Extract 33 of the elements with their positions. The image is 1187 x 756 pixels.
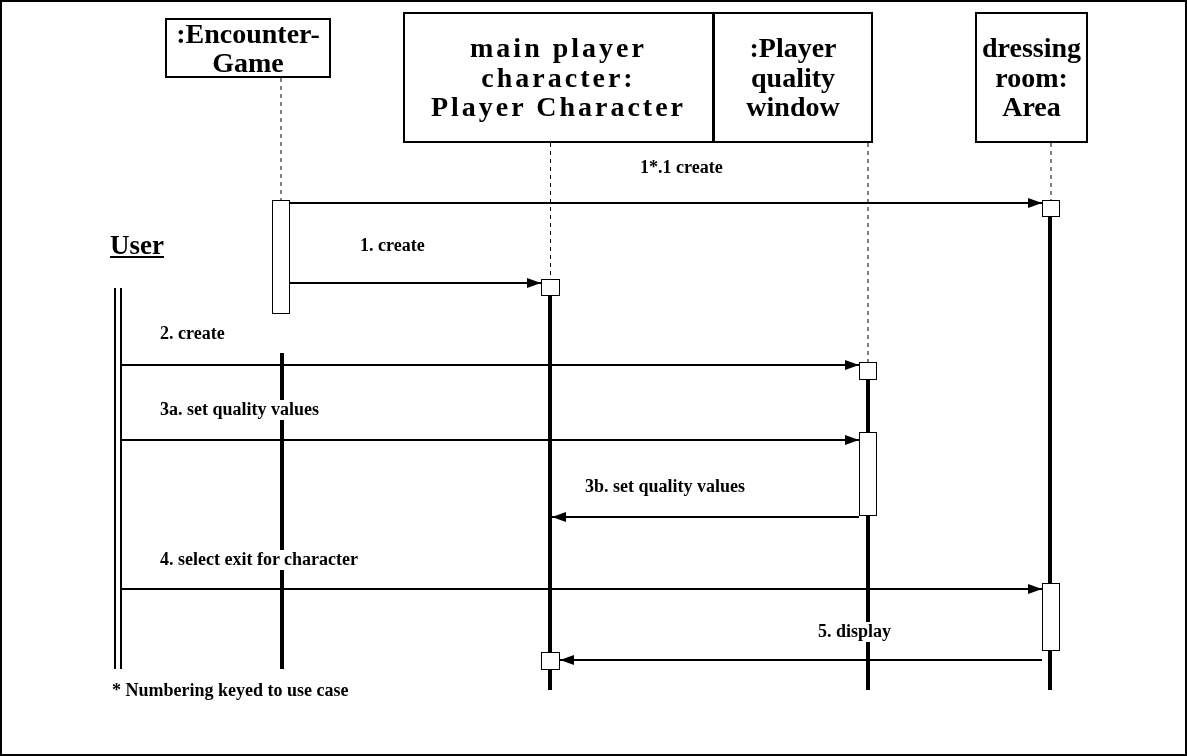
footnote: * Numbering keyed to use case [112, 680, 349, 701]
activation-box [272, 200, 290, 314]
object-box [713, 12, 873, 143]
message-arrow [559, 655, 1043, 665]
message-arrow [289, 278, 542, 288]
activation-box [1042, 200, 1060, 217]
object-name: dressing room: Area [980, 33, 1083, 122]
message-arrow [121, 584, 1043, 594]
activation-box [541, 279, 560, 296]
object-name: main player character: Player Character [429, 33, 688, 122]
message-label: 4. select exit for character [160, 550, 359, 570]
object-name: :Encounter- Game [175, 18, 321, 78]
message-arrow [289, 198, 1043, 208]
lifeline [548, 296, 552, 690]
object-name: :Player quality window [745, 33, 841, 122]
object-box [403, 12, 714, 143]
actor-name: User [110, 230, 164, 261]
object-box [975, 12, 1088, 143]
activation-box [541, 652, 560, 670]
activation-box [859, 362, 877, 380]
dashed-lifeline [280, 77, 282, 201]
actor-lifeline [114, 288, 122, 669]
message-arrow [551, 512, 860, 522]
message-arrow [121, 360, 860, 370]
activation-box [1042, 583, 1060, 651]
dashed-lifeline [867, 142, 869, 363]
lifeline [1048, 217, 1052, 690]
message-arrow [121, 435, 860, 445]
message-label: 3a. set quality values [160, 400, 319, 420]
activation-box [859, 432, 877, 516]
message-label: 3b. set quality values [585, 477, 746, 497]
message-label: 5. display [818, 622, 892, 642]
dashed-lifeline [1050, 142, 1052, 201]
